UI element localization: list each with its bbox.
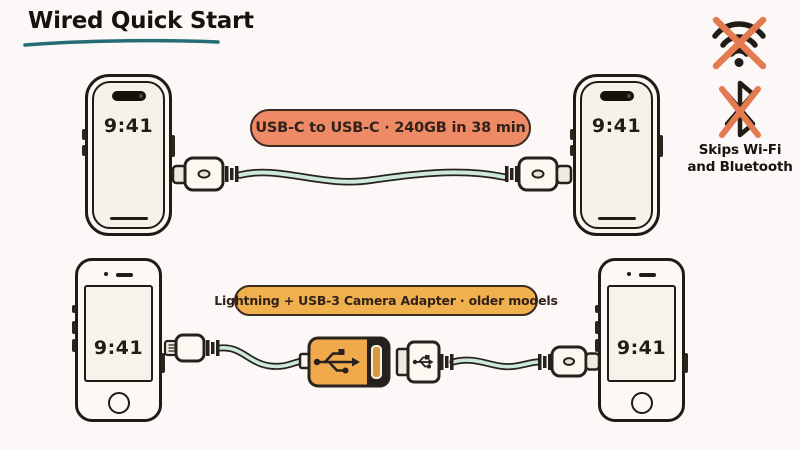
clock-time: 9:41 (103, 115, 154, 137)
speaker-slit (639, 273, 656, 277)
power-button (684, 353, 688, 373)
home-button (630, 392, 653, 414)
usb-trident-icon (313, 349, 360, 374)
usb-trident-icon (412, 355, 434, 369)
camera-dot (138, 94, 143, 98)
volume-button (82, 129, 86, 140)
clock-time: 9:41 (591, 115, 642, 137)
phone-screen: 9:41 (84, 285, 153, 382)
usb-c-label: USB-C to USB-C · 240GB in 38 min (250, 109, 531, 147)
adapter-label: Lightning + USB-3 Camera Adapter · older… (214, 285, 558, 316)
lightning-connector-icon (163, 333, 220, 363)
home-indicator (109, 216, 148, 220)
volume-button (82, 145, 86, 156)
power-button (659, 135, 663, 157)
clock-time: 9:41 (93, 337, 144, 359)
dynamic-island (111, 91, 146, 101)
title-underline (23, 38, 220, 47)
phone-screen: 9:41 (607, 285, 676, 382)
wireless-note: Skips Wi-Fi and Bluetooth (682, 142, 798, 176)
home-indicator (597, 216, 636, 220)
home-button (107, 392, 130, 414)
phone-classic-left: 9:41 (72, 258, 165, 422)
volume-button (72, 321, 76, 334)
dynamic-island (599, 91, 634, 101)
usb-c-connector-icon (171, 156, 239, 192)
phone-screen: 9:41 (580, 81, 653, 229)
phone-screen: 9:41 (92, 81, 165, 229)
speaker-slit (116, 273, 133, 277)
volume-button (595, 321, 599, 334)
power-button (161, 353, 165, 373)
page-title: Wired Quick Start (28, 8, 254, 34)
camera-dot (626, 94, 631, 98)
adapter-chain (163, 333, 601, 388)
camera-adapter-icon (298, 336, 391, 388)
phone-modern-right: 9:41 (570, 74, 663, 236)
volume-button (570, 145, 574, 156)
usb-c-connector-icon (538, 345, 601, 378)
camera-dot (104, 272, 108, 276)
usb-c-connector-icon (505, 156, 573, 192)
no-bluetooth-icon (719, 80, 761, 138)
volume-button (595, 339, 599, 352)
wireless-note-line1: Skips Wi-Fi (698, 142, 782, 158)
phone-classic-right: 9:41 (595, 258, 688, 422)
power-button (171, 135, 175, 157)
phone-modern-left: 9:41 (82, 74, 175, 236)
mute-switch (72, 305, 76, 313)
wireless-note-line2: and Bluetooth (687, 159, 793, 175)
volume-button (72, 339, 76, 352)
no-wifi-icon (712, 16, 767, 70)
usb-a-connector-icon (395, 340, 454, 384)
clock-time: 9:41 (616, 337, 667, 359)
mute-switch (595, 305, 599, 313)
camera-dot (627, 272, 631, 276)
usb-c-cable (171, 156, 573, 192)
volume-button (570, 129, 574, 140)
